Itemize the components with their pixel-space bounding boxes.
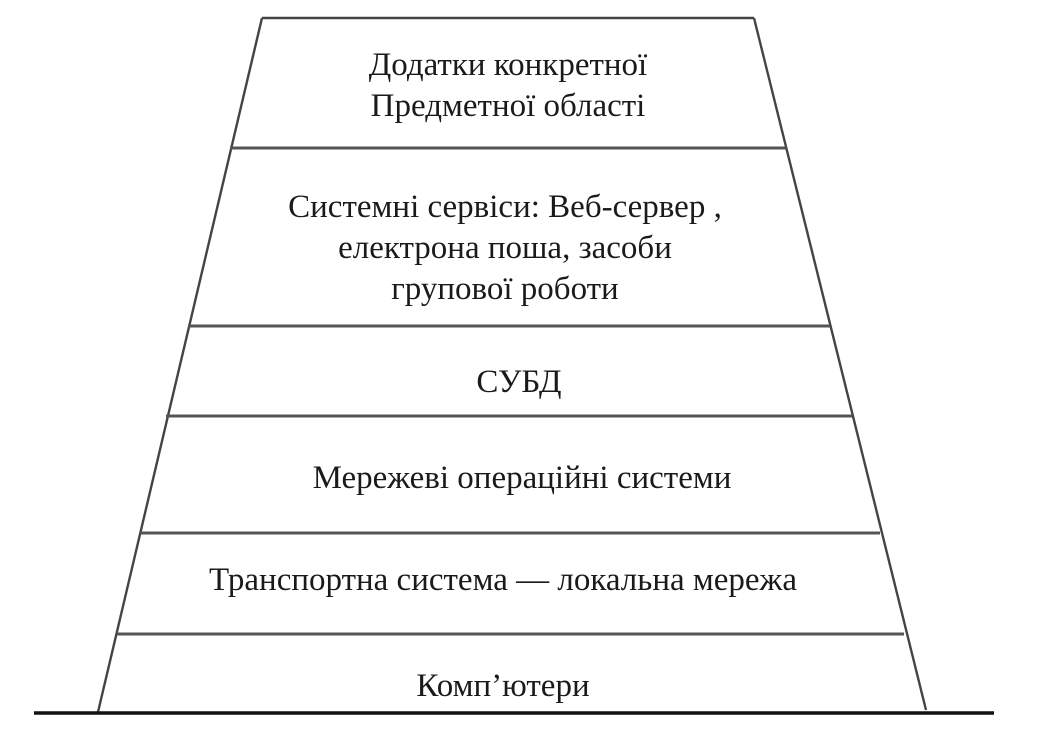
pyramid-right-edge [752,17,928,711]
layer-transport-system: Транспортна система — локальна мережа [209,562,797,598]
layer-dbms: СУБД [476,364,561,400]
layer-label-line: групової роботи [391,271,618,307]
pyramid-left-edge [96,17,264,713]
layer-label-line: Додатки конкретної [369,47,648,83]
pyramid-outline [96,16,928,713]
layer-label-line: електрона поша, засоби [338,230,672,266]
layer-label-line: СУБД [476,364,561,400]
layer-label-line: Мережеві операційні системи [313,460,732,496]
layer-label-line: Предметної області [371,88,646,124]
layer-label-line: Транспортна система — локальна мережа [209,562,797,598]
layer-label-line: Комп’ютери [416,668,589,704]
layer-dividers [117,146,904,636]
layer-computers: Комп’ютери [416,668,589,704]
layer-applications: Додатки конкретної Предметної області [369,47,648,124]
layer-label-line: Системні сервіси: Веб-сервер , [288,189,722,225]
layer-system-services: Системні сервіси: Веб-сервер , електрона… [288,189,722,307]
layer-network-os: Мережеві операційні системи [313,460,732,496]
